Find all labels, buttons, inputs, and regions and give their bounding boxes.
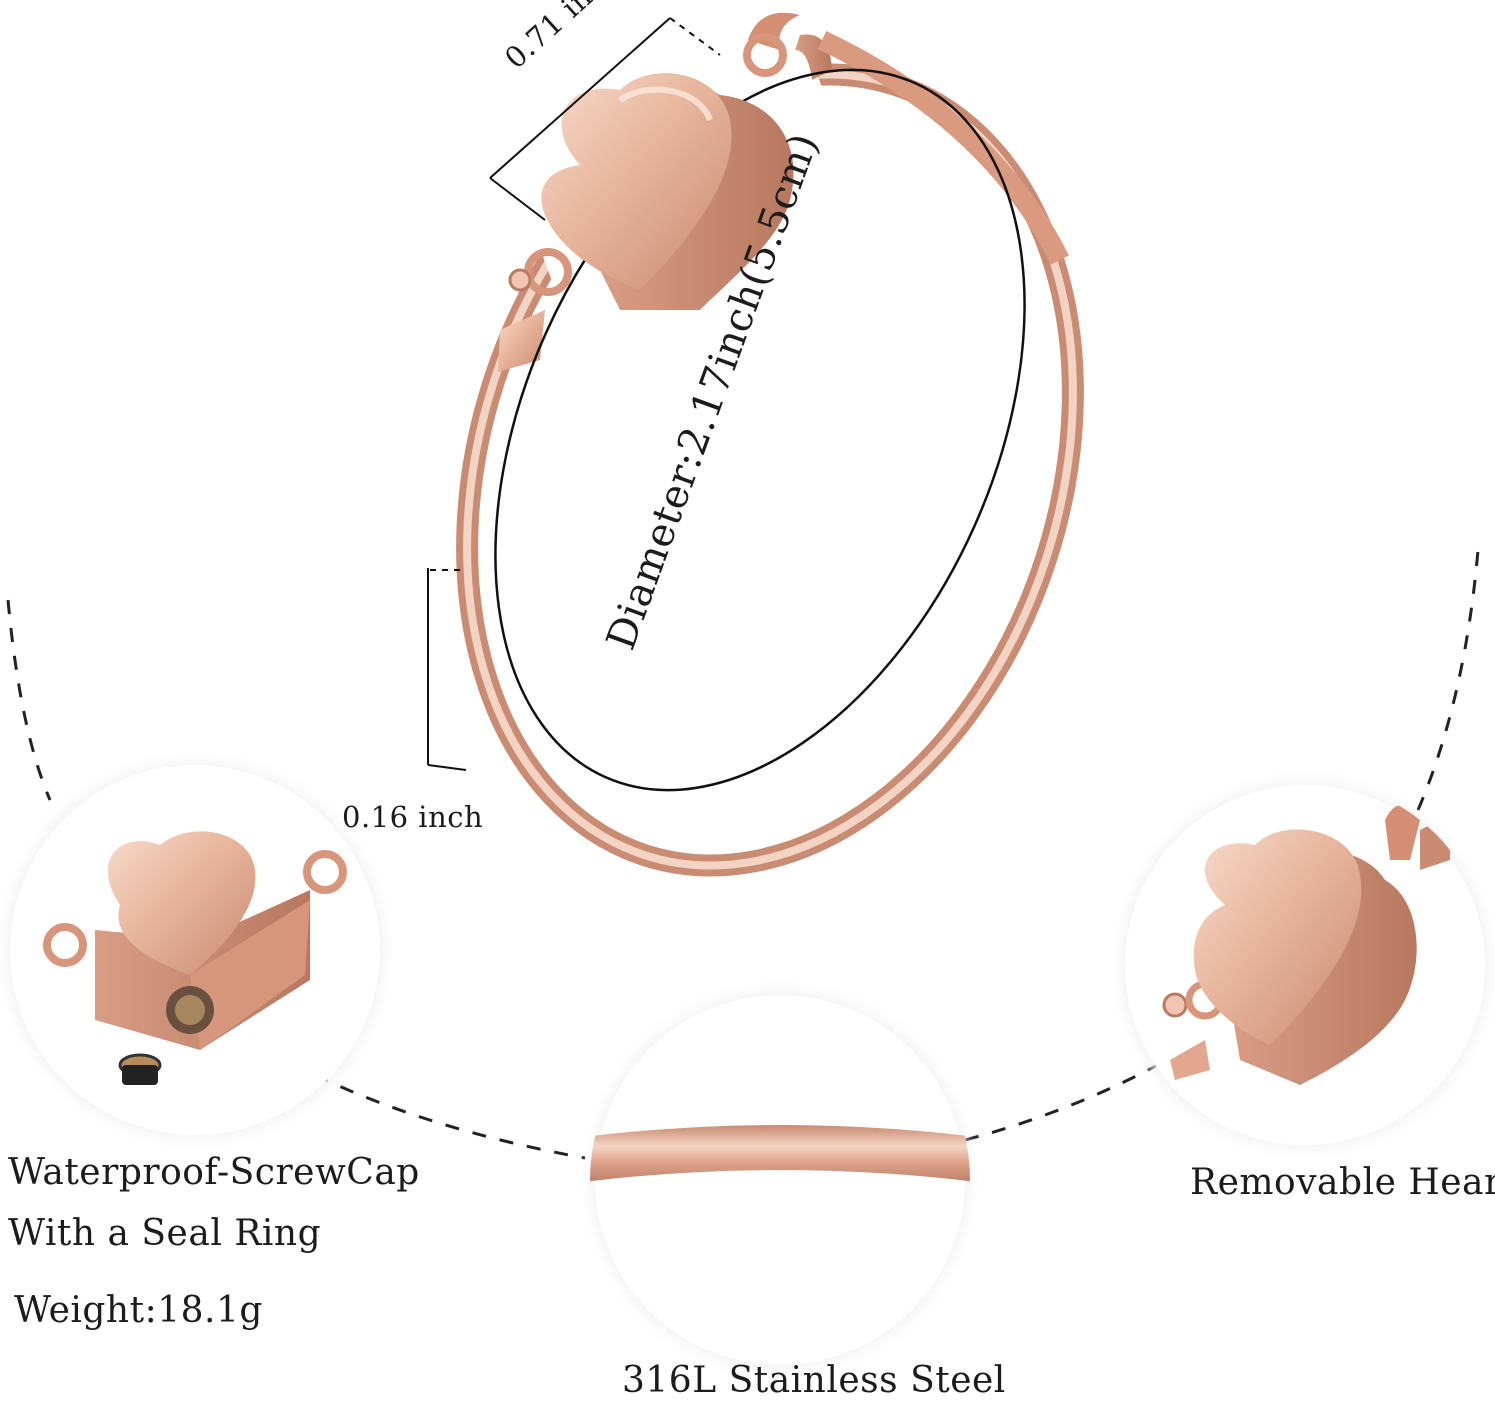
screwcap-label-line2: With a Seal Ring — [8, 1213, 322, 1254]
weight-label: Weight:18.1g — [14, 1290, 263, 1331]
removable-heart-label: Removable Heart — [1190, 1162, 1495, 1203]
band-width-label: 0.16 inch — [342, 800, 484, 834]
inner-diameter-ellipse — [494, 68, 1026, 792]
detail-circle-steel — [590, 990, 970, 1370]
detail-circle-screwcap — [5, 760, 385, 1140]
material-label: 316L Stainless Steel — [622, 1360, 1006, 1401]
dimension-heart-width — [489, 17, 721, 221]
heart-charm — [508, 12, 800, 310]
dimension-band-width — [427, 568, 467, 771]
detail-circle-removable-heart — [1120, 780, 1490, 1150]
screwcap-label-line1: Waterproof-ScrewCap — [8, 1152, 420, 1193]
